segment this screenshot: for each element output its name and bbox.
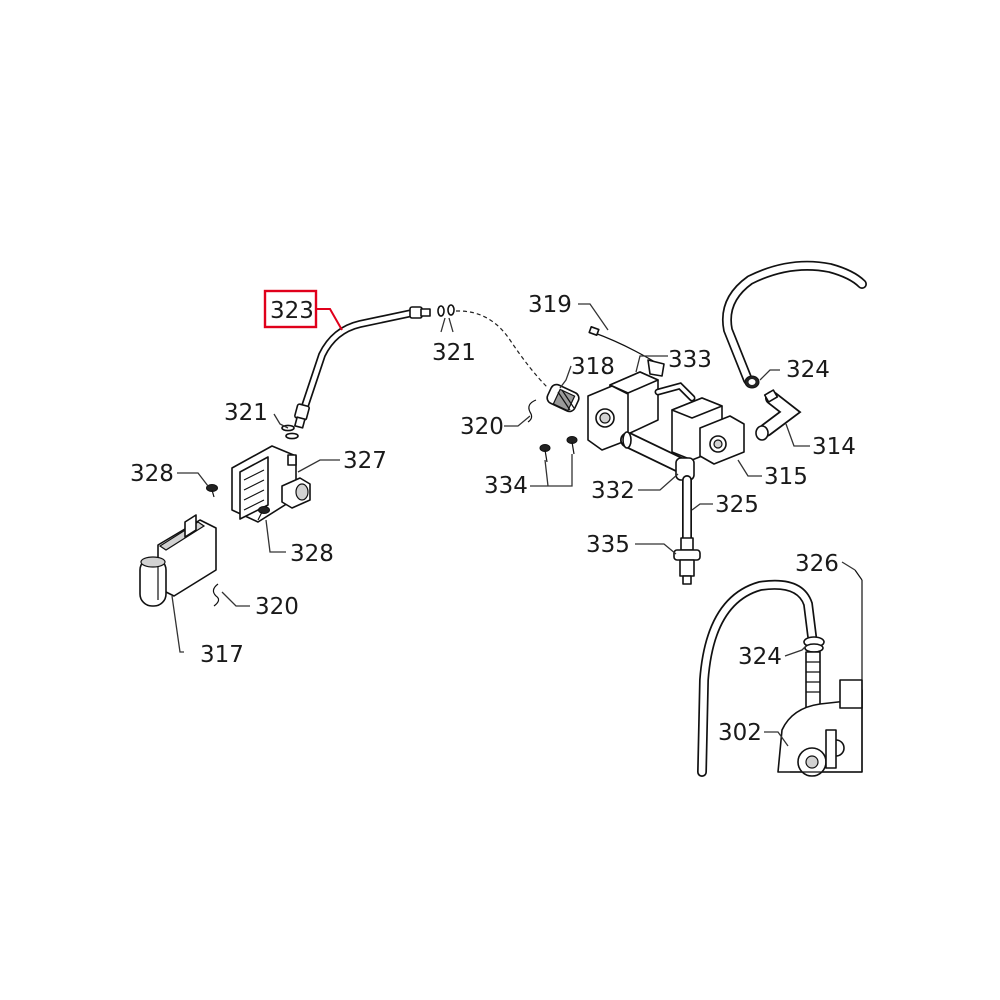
fitting-335-drawing (673, 537, 701, 585)
part-label-318[interactable]: 318 (571, 354, 615, 380)
elbow-332-drawing (620, 431, 695, 481)
part-label-328-upper[interactable]: 328 (130, 461, 174, 487)
o-rings-321-lower-drawing (281, 424, 299, 440)
hose-upper-right-drawing (722, 260, 867, 385)
part-label-327[interactable]: 327 (343, 448, 387, 474)
part-label-328-lower[interactable]: 328 (290, 541, 334, 567)
clamp-324-lower-drawing (803, 636, 825, 653)
cover-317-drawing (139, 514, 217, 607)
clip-320-upper-drawing (527, 399, 537, 423)
valve-333-drawing (587, 359, 665, 451)
part-label-302[interactable]: 302 (718, 720, 762, 746)
part-label-326[interactable]: 326 (795, 551, 839, 577)
part-labels: 323 321 319 333 318 324 321 327 320 314 … (130, 292, 856, 746)
o-rings-321-upper-drawing (437, 304, 455, 317)
part-label-323[interactable]: 323 (270, 298, 314, 324)
screw-328-upper-drawing (206, 484, 218, 498)
part-label-315[interactable]: 315 (764, 464, 808, 490)
part-label-325[interactable]: 325 (715, 492, 759, 518)
screws-334-drawing (539, 436, 578, 463)
wire-319-drawing (588, 326, 663, 367)
elbow-314-drawing (755, 389, 802, 441)
boiler-302-drawing (777, 569, 863, 777)
assembly-path-dashed (455, 310, 549, 389)
part-label-314[interactable]: 314 (812, 434, 856, 460)
valve-315-drawing (671, 397, 745, 465)
part-label-334[interactable]: 334 (484, 473, 528, 499)
part-label-321-upper[interactable]: 321 (432, 340, 476, 366)
highlight-box (263, 289, 318, 329)
filter-318-drawing (546, 383, 580, 413)
part-label-324-upper[interactable]: 324 (786, 357, 830, 383)
part-label-332[interactable]: 332 (591, 478, 635, 504)
part-label-324-lower[interactable]: 324 (738, 644, 782, 670)
screw-328-lower-drawing (257, 506, 270, 521)
clamp-324-upper-drawing (744, 375, 760, 389)
part-label-321-lower[interactable]: 321 (224, 400, 268, 426)
hose-326-drawing (697, 579, 817, 777)
clip-320-lower-drawing (212, 583, 220, 607)
part-label-335[interactable]: 335 (586, 532, 630, 558)
steam-pipe-323-drawing (294, 306, 431, 429)
part-label-319[interactable]: 319 (528, 292, 572, 318)
leader-lines (171, 303, 856, 747)
part-label-333[interactable]: 333 (668, 347, 712, 373)
part-label-317[interactable]: 317 (200, 642, 244, 668)
bracket-327-drawing (231, 445, 311, 523)
part-label-320-upper[interactable]: 320 (460, 414, 504, 440)
part-label-320-lower[interactable]: 320 (255, 594, 299, 620)
